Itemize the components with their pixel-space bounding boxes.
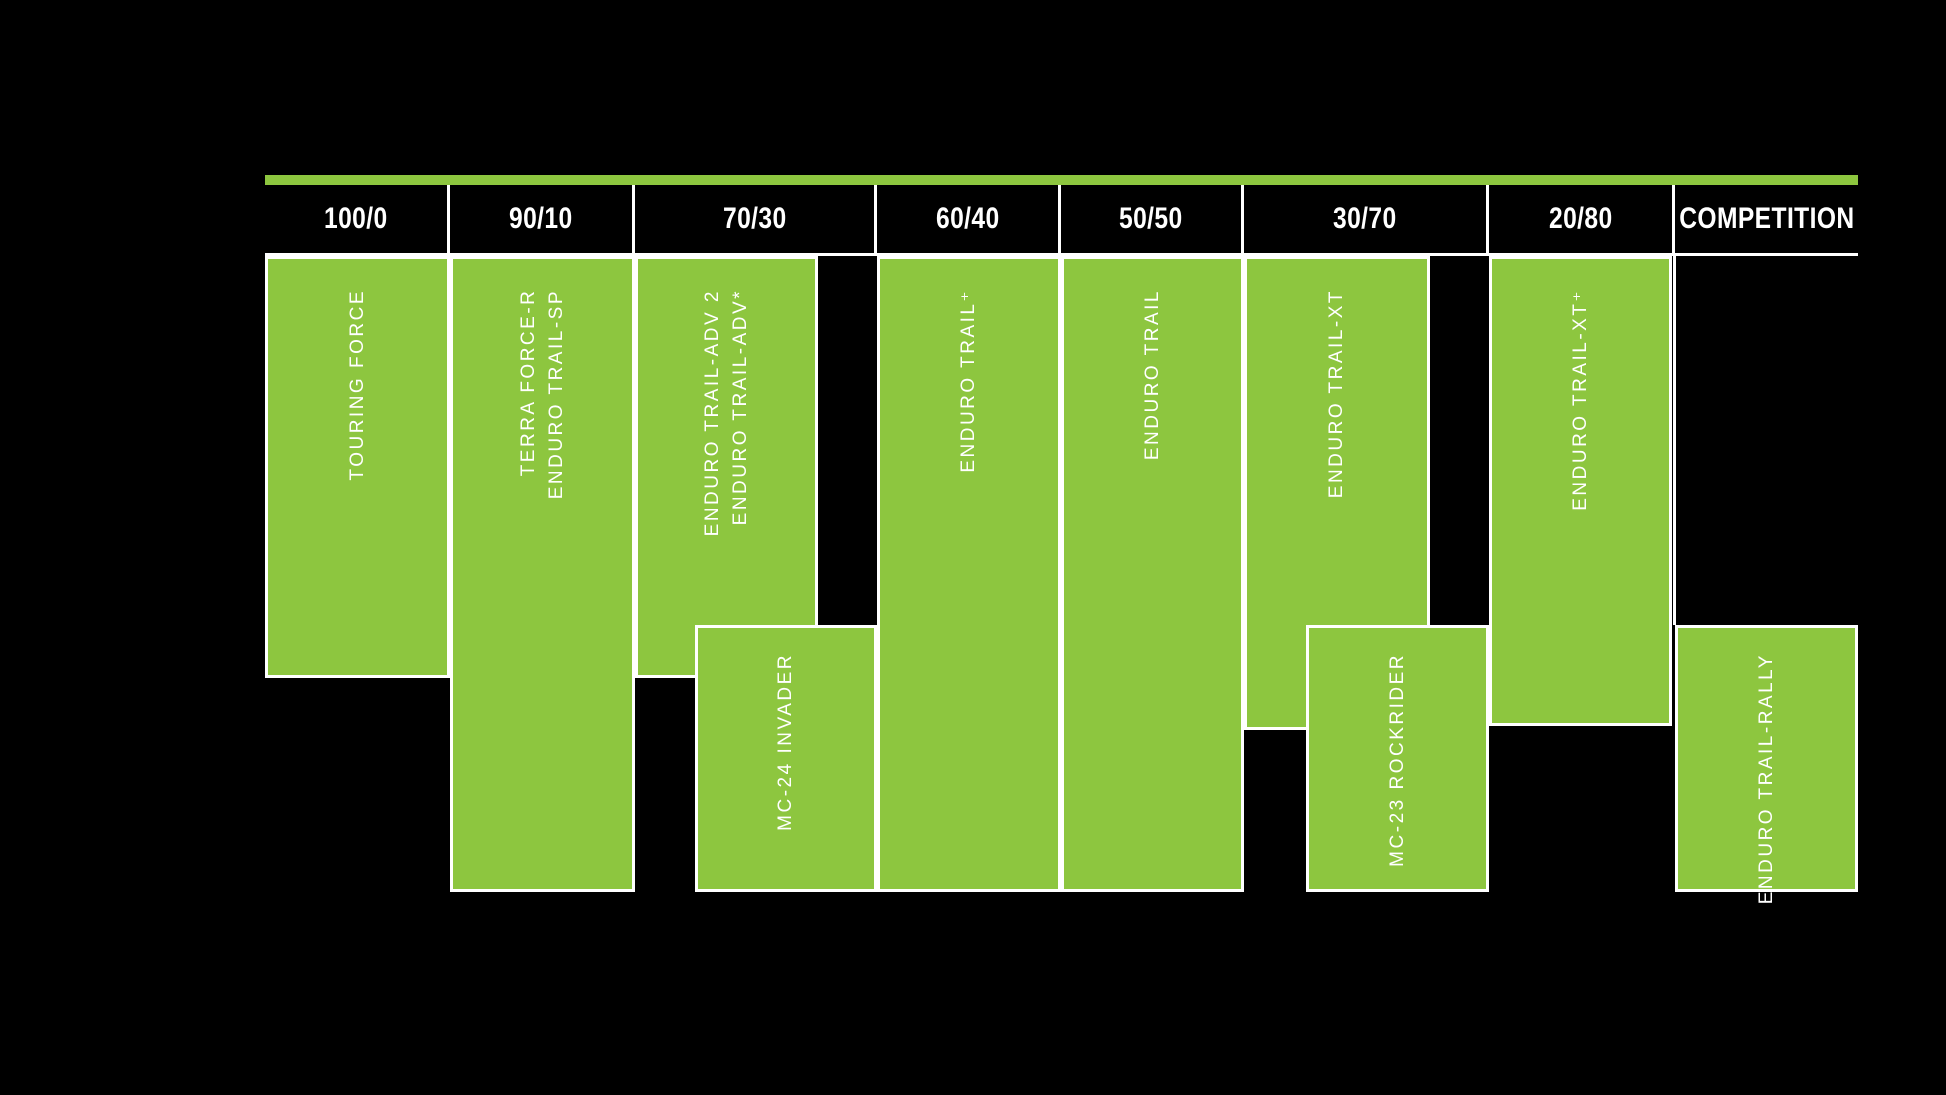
product-label: TERRA FORCE-R ENDURO TRAIL-SP — [517, 289, 567, 500]
product-block-enduro-trail-xt-plus: ENDURO TRAIL-XT⁺ — [1489, 256, 1672, 726]
header-cell-100-0: 100/0 — [265, 185, 450, 253]
product-label: ENDURO TRAIL⁺ — [958, 289, 979, 473]
header-cell-30-70: 30/70 — [1244, 185, 1489, 253]
product-label: ENDURO TRAIL-ADV 2 ENDURO TRAIL-ADV* — [701, 289, 751, 537]
product-label: TOURING FORCE — [346, 289, 368, 481]
header-label: COMPETITION — [1678, 202, 1855, 235]
ratio-header-row: 100/0 90/10 70/30 60/40 50/50 30/70 20/8… — [265, 185, 1858, 253]
product-block-enduro-trail-plus: ENDURO TRAIL⁺ — [877, 256, 1061, 892]
product-block-mc-23-rockrider: MC-23 ROCKRIDER — [1306, 625, 1489, 892]
header-label: 70/30 — [722, 202, 787, 235]
header-label: 50/50 — [1119, 202, 1183, 235]
header-label: 60/40 — [935, 202, 1000, 235]
product-block-enduro-trail-rally: ENDURO TRAIL-RALLY — [1675, 625, 1858, 904]
header-cell-20-80: 20/80 — [1489, 185, 1675, 253]
product-block-enduro-trail: ENDURO TRAIL — [1061, 256, 1244, 892]
product-label: ENDURO TRAIL-XT — [1326, 289, 1347, 499]
product-label: ENDURO TRAIL — [1141, 289, 1163, 461]
header-label: 100/0 — [324, 202, 388, 235]
header-label: 20/80 — [1548, 202, 1613, 235]
header-cell-70-30: 70/30 — [635, 185, 877, 253]
product-block-terra-force-r-enduro-trail-sp: TERRA FORCE-R ENDURO TRAIL-SP — [450, 256, 635, 892]
product-label: ENDURO TRAIL-RALLY — [1755, 653, 1777, 905]
accent-bar — [265, 175, 1858, 185]
product-block-enduro-trail-adv: ENDURO TRAIL-ADV 2 ENDURO TRAIL-ADV* — [635, 256, 818, 678]
header-underline — [265, 253, 1858, 256]
header-label: 90/10 — [509, 202, 573, 235]
product-block-touring-force: TOURING FORCE — [265, 256, 450, 678]
header-cell-50-50: 50/50 — [1061, 185, 1244, 253]
header-cell-60-40: 60/40 — [877, 185, 1061, 253]
competition-divider-line — [1673, 256, 1676, 625]
product-label: MC-23 ROCKRIDER — [1386, 653, 1408, 867]
header-label: 30/70 — [1333, 202, 1397, 235]
product-label: ENDURO TRAIL-XT⁺ — [1569, 289, 1591, 511]
product-label: MC-24 INVADER — [775, 653, 796, 831]
header-cell-90-10: 90/10 — [450, 185, 635, 253]
header-cell-competition: COMPETITION — [1675, 185, 1858, 253]
product-block-mc-24-invader: MC-24 INVADER — [695, 625, 877, 892]
